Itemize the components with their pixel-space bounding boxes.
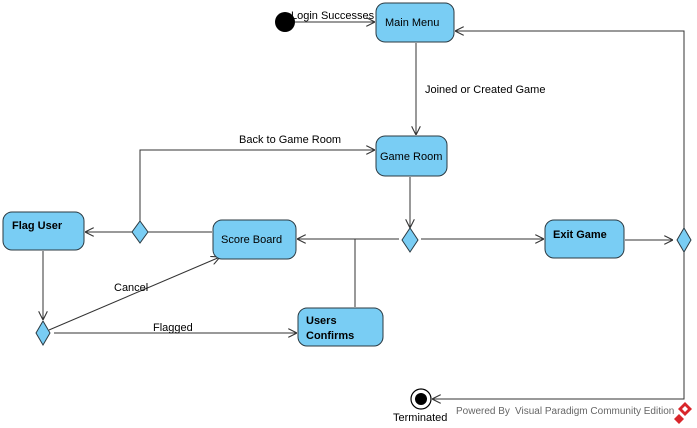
decision-after-score-board (131, 220, 149, 244)
edge-label-cancel: Cancel (114, 282, 148, 294)
edge-label-back-to-game-room: Back to Game Room (239, 134, 341, 146)
main-menu-label: Main Menu (385, 17, 439, 29)
edges (43, 22, 685, 399)
decision-after-exit-game (676, 227, 692, 253)
edge-label-flagged: Flagged (153, 322, 193, 334)
decision-after-game-room (401, 227, 419, 253)
action-users-confirms: Users Confirms (297, 307, 384, 347)
game-room-label: Game Room (380, 151, 442, 163)
score-board-label: Score Board (221, 234, 282, 246)
exit-game-label: Exit Game (553, 229, 607, 241)
action-flag-user: Flag User (2, 211, 85, 251)
users-confirms-label-line1: Users (306, 315, 337, 327)
edge-back-to-game-room (139, 150, 375, 221)
decision-after-flag-user (35, 320, 51, 346)
edge-decision-to-main-menu (455, 31, 685, 228)
action-score-board: Score Board (212, 219, 297, 260)
action-exit-game: Exit Game (544, 219, 625, 259)
final-node (410, 388, 432, 410)
action-main-menu: Main Menu (375, 2, 455, 43)
visual-paradigm-logo-icon (674, 402, 692, 424)
final-node-label: Terminated (393, 412, 447, 424)
action-game-room: Game Room (375, 135, 448, 177)
users-confirms-label-line2: Confirms (306, 330, 354, 342)
edge-decision-to-terminated (432, 252, 685, 399)
flag-user-label: Flag User (12, 220, 63, 232)
initial-node (275, 12, 295, 32)
footer-product-name: Visual Paradigm Community Edition (515, 406, 674, 417)
edge-cancel-to-score-board (48, 257, 220, 331)
edge-label-joined: Joined or Created Game (425, 84, 545, 96)
footer-powered-by: Powered By (456, 406, 510, 417)
initial-node-label: Login Successes (291, 10, 375, 22)
